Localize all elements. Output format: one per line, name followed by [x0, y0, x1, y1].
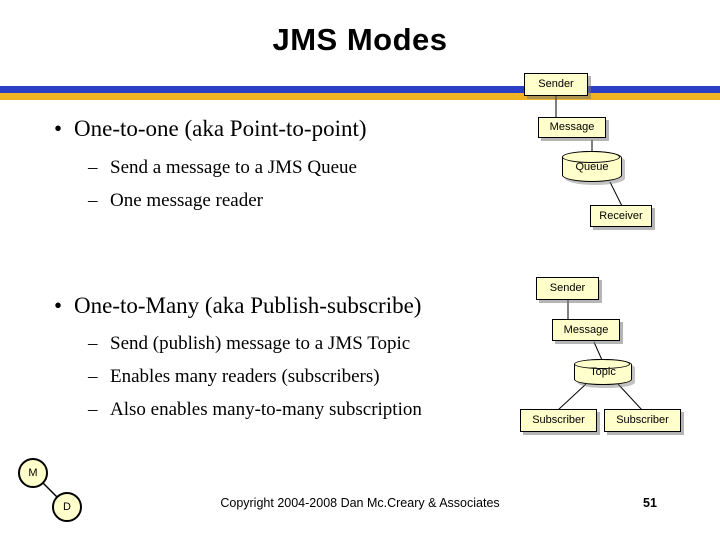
- divider-blue: [0, 86, 720, 93]
- bullet-1-label: One-to-one (aka Point-to-point): [74, 116, 367, 141]
- diagram-bottom-subscriber-right-box: Subscriber: [604, 409, 681, 432]
- bullet-1-sub-1-label: Send a message to a JMS Queue: [110, 157, 357, 178]
- diagram-bottom-message-label: Message: [563, 323, 609, 336]
- diagram-top-sender-label: Sender: [538, 78, 574, 91]
- diagram-bottom-topic-cylinder: Topic: [574, 359, 632, 385]
- bullet-2: • One-to-Many (aka Publish-subscribe): [54, 293, 421, 319]
- bullet-2-sub-1: –Send (publish) message to a JMS Topic: [88, 333, 410, 355]
- bullet-2-sub-3: –Also enables many-to-many subscription: [88, 399, 422, 421]
- diagram-top-receiver-box: Receiver: [590, 205, 652, 227]
- page-title: JMS Modes: [272, 22, 448, 57]
- bullet-1-sub-2-label: One message reader: [110, 190, 263, 211]
- bullet-2-label: One-to-Many (aka Publish-subscribe): [74, 293, 422, 318]
- bullet-1-sub-1-marker: –: [88, 157, 98, 178]
- diagram-bottom-topic-label: Topic: [590, 366, 616, 378]
- diagram-bottom-subscriber-right-label: Subscriber: [616, 414, 669, 427]
- bullet-2-sub-2-marker: –: [88, 366, 98, 387]
- logo-m-badge: M: [18, 458, 48, 488]
- diagram-bottom-sender-box: Sender: [536, 277, 599, 300]
- logo-d-badge: D: [52, 492, 82, 522]
- bullet-1-sub-2-marker: –: [88, 190, 98, 211]
- bullet-2-sub-3-label: Also enables many-to-many subscription: [110, 399, 422, 420]
- diagram-top-receiver-label: Receiver: [599, 209, 643, 222]
- diagram-top-sender-box: Sender: [524, 73, 588, 96]
- bullet-2-sub-2: –Enables many readers (subscribers): [88, 366, 380, 388]
- bullet-1-sub-1: –Send a message to a JMS Queue: [88, 157, 357, 179]
- diagram-top-queue-cylinder: Queue: [562, 151, 622, 182]
- diagram-bottom-sender-label: Sender: [549, 282, 586, 295]
- logo-d-label: D: [63, 501, 71, 513]
- page-number: 51: [643, 496, 657, 510]
- diagram-bottom-subscriber-left-label: Subscriber: [532, 414, 585, 427]
- bullet-2-sub-1-label: Send (publish) message to a JMS Topic: [110, 333, 411, 354]
- diagram-bottom-message-box: Message: [552, 319, 620, 341]
- bullet-2-sub-1-marker: –: [88, 333, 98, 354]
- diagram-top-message-box: Message: [538, 117, 606, 138]
- bullet-1-sub-2: –One message reader: [88, 190, 263, 212]
- bullet-2-sub-2-label: Enables many readers (subscribers): [110, 366, 380, 387]
- logo-m-label: M: [28, 467, 38, 479]
- bullet-1-marker: •: [54, 116, 63, 141]
- bullet-2-marker: •: [54, 293, 63, 318]
- footer-copyright: Copyright 2004-2008 Dan Mc.Creary & Asso…: [220, 496, 500, 510]
- divider-gold: [0, 93, 720, 100]
- bullet-2-sub-3-marker: –: [88, 399, 98, 420]
- diagram-top-queue-label: Queue: [575, 160, 609, 173]
- diagram-top-message-label: Message: [549, 121, 595, 134]
- diagram-bottom-subscriber-left-box: Subscriber: [520, 409, 597, 432]
- bullet-1: • One-to-one (aka Point-to-point): [54, 116, 367, 142]
